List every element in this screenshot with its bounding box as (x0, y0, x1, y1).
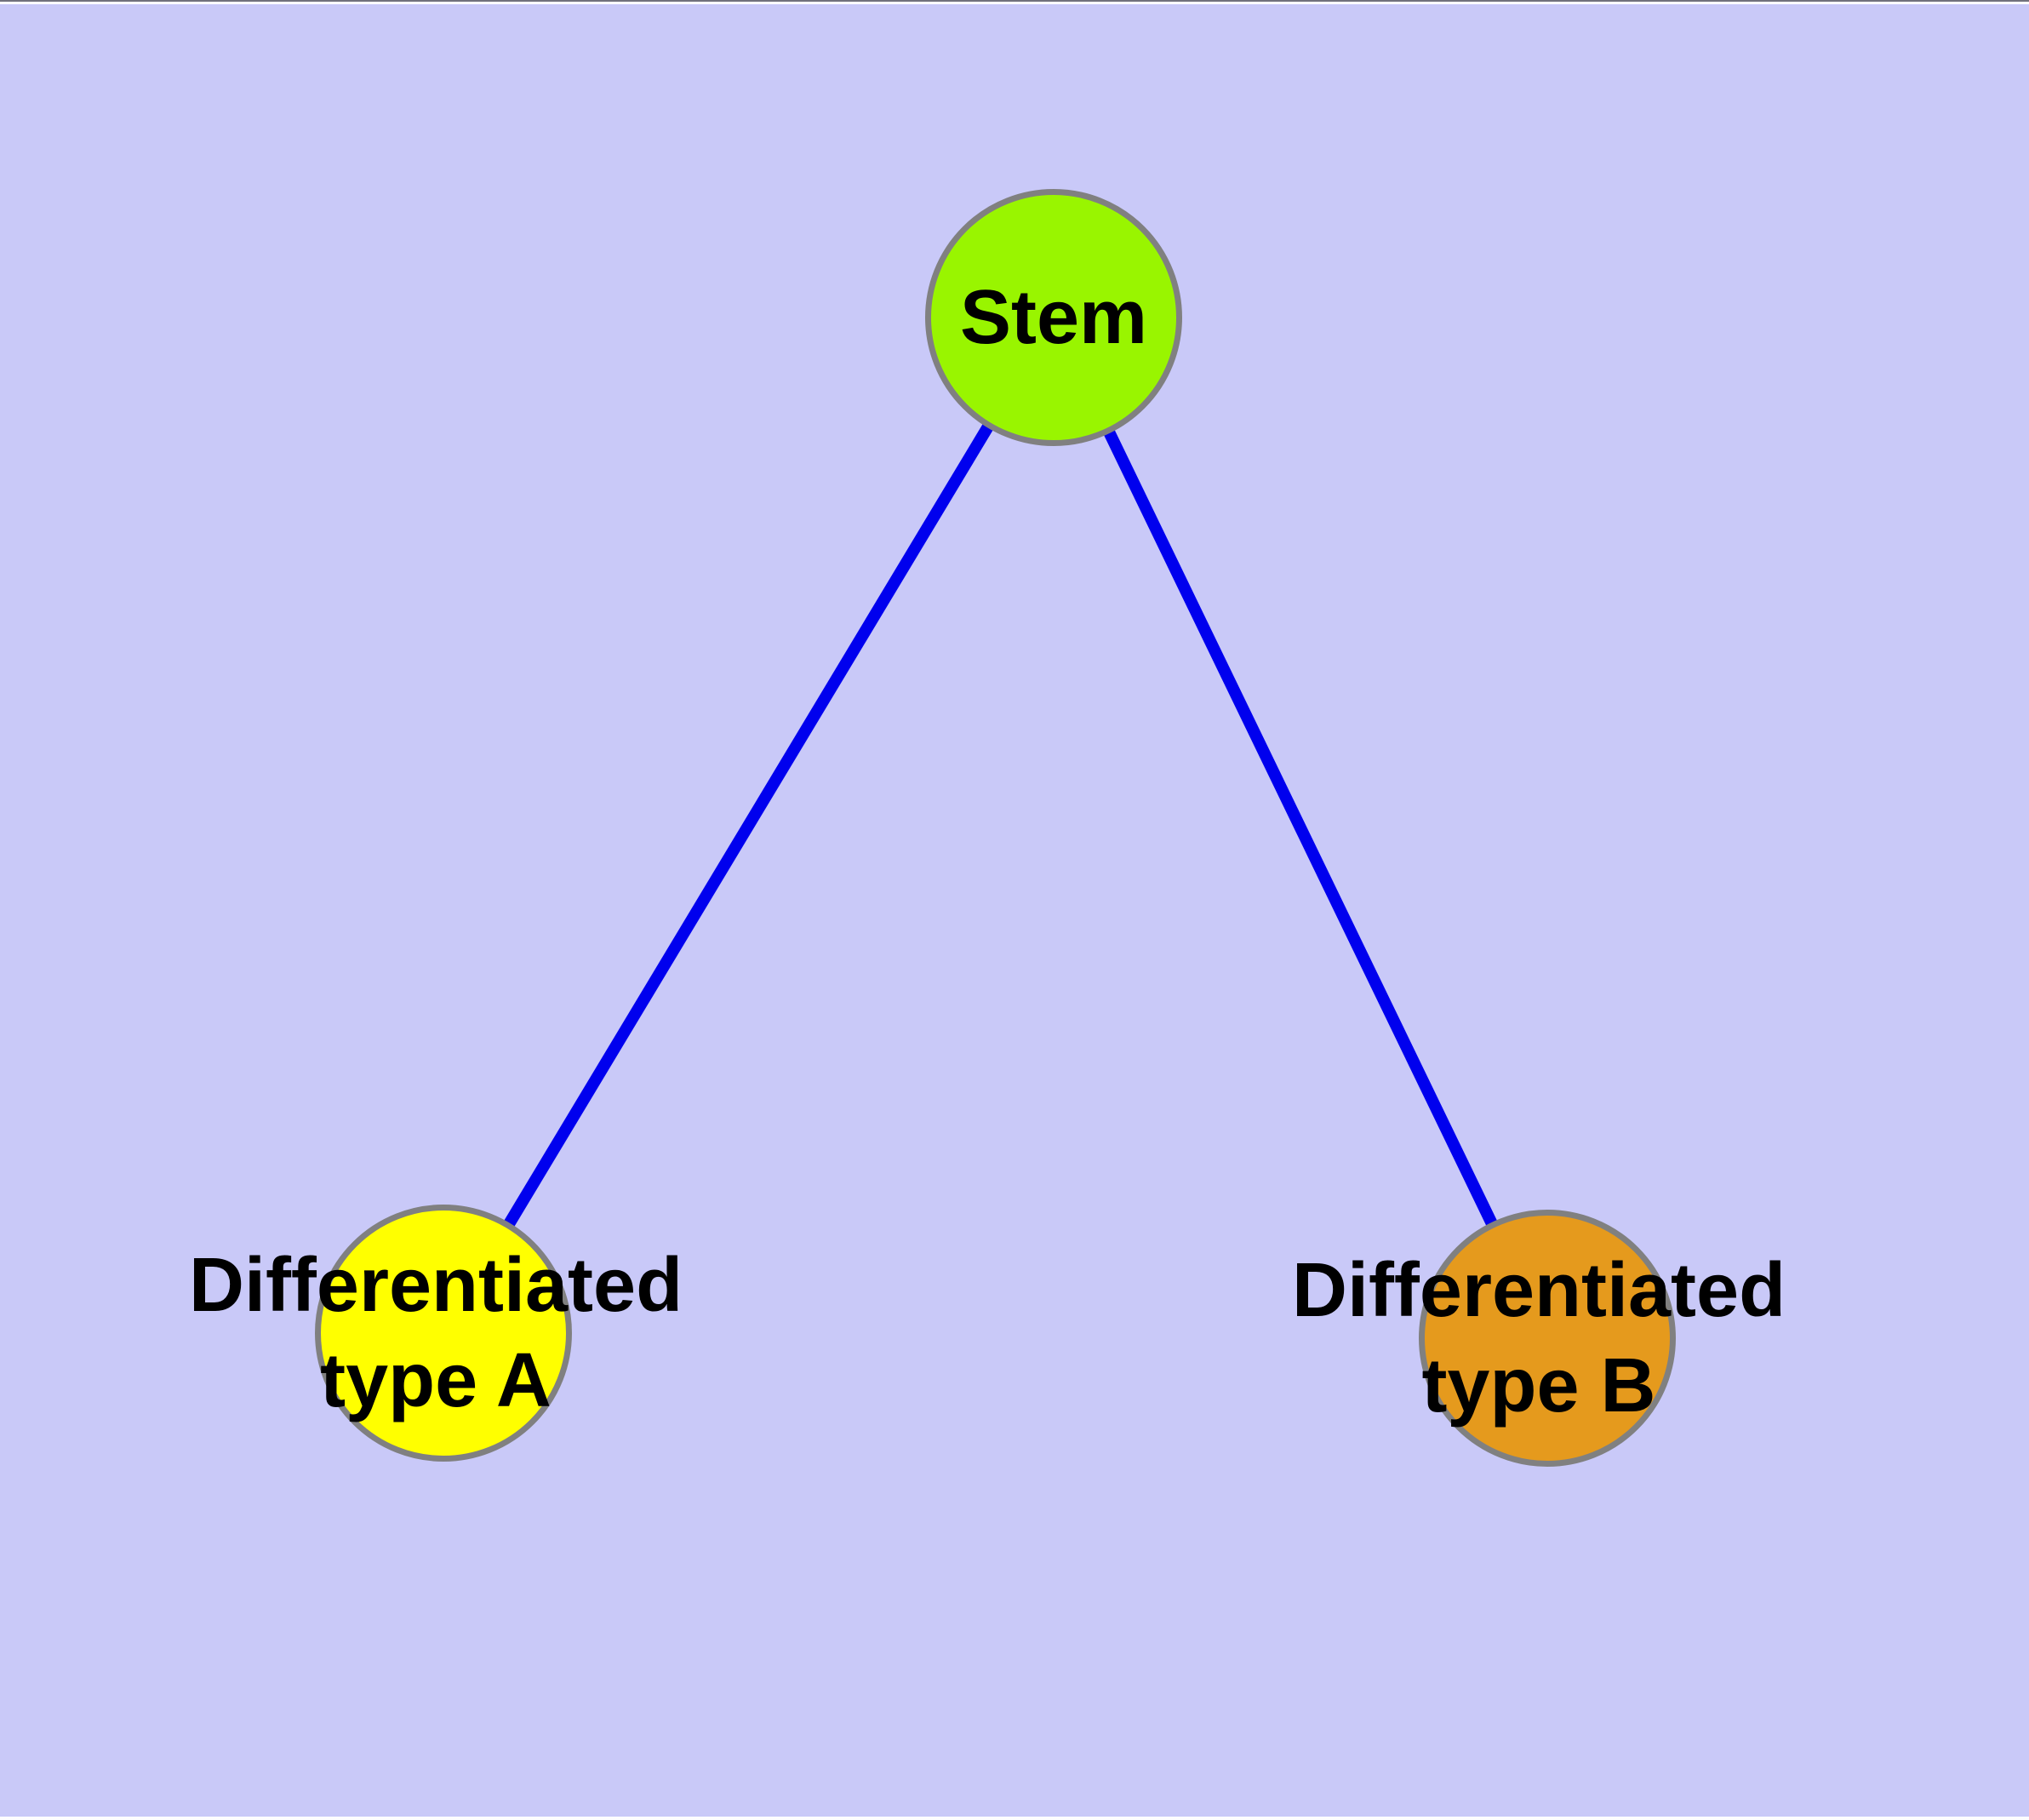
node-label-type-b-line-2: type B (1421, 1343, 1656, 1428)
node-stem (925, 189, 1182, 446)
node-label-stem-text: Stem (959, 275, 1148, 360)
edge-stem-to-type-b (1048, 314, 1553, 1342)
node-label-type-a-line-2: type A (320, 1338, 552, 1423)
node-label-type-a-line-1: Differentiated (188, 1243, 683, 1328)
node-label-type-b-line-1: Differentiated (1291, 1248, 1786, 1333)
node-differentiated-type-b (1419, 1210, 1676, 1467)
node-differentiated-type-a (315, 1205, 572, 1462)
edge-stem-to-type-a (438, 314, 1059, 1336)
top-border-line (0, 0, 2029, 2)
node-label-differentiated-type-a: Differentiated type A (189, 1238, 683, 1428)
node-label-differentiated-type-b: Differentiated type B (1292, 1243, 1786, 1434)
node-label-stem: Stem (960, 270, 1147, 365)
